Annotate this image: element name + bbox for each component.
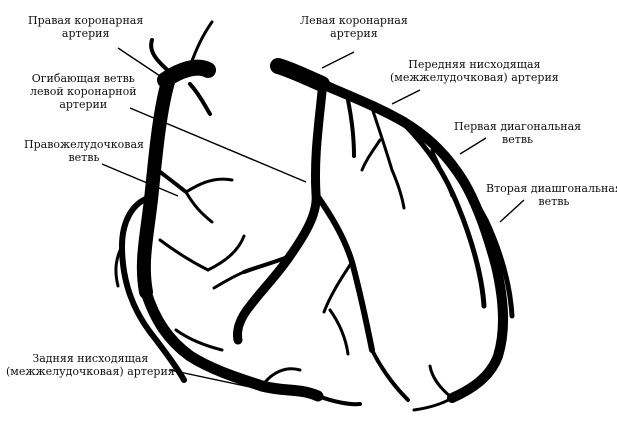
label-right-coronary-artery: Правая коронарная артерия: [28, 14, 143, 40]
label-line: (межжелудочковая) артерия: [6, 365, 175, 378]
label-right-ventricular-branch: Правожелудочковая ветвь: [24, 138, 144, 164]
label-line: Правая коронарная: [28, 14, 143, 27]
label-line: Левая коронарная: [300, 14, 408, 27]
label-line: ветвь: [486, 195, 617, 208]
label-line: ветвь: [454, 133, 581, 146]
label-posterior-descending-artery: Задняя нисходящая (межжелудочковая) арте…: [6, 352, 175, 378]
label-line: артерия: [300, 27, 408, 40]
left-coronary-artery: [214, 66, 512, 410]
label-line: ветвь: [24, 151, 144, 164]
label-second-diagonal-branch: Вторая диашгональная ветвь: [486, 182, 617, 208]
label-first-diagonal-branch: Первая диагональная ветвь: [454, 120, 581, 146]
label-line: (межжелудочковая) артерия: [390, 71, 559, 84]
label-line: Передняя нисходящая: [390, 58, 559, 71]
leader-right-ventricular: [102, 164, 178, 196]
label-line: Правожелудочковая: [24, 138, 144, 151]
label-line: Первая диагональная: [454, 120, 581, 133]
label-anterior-descending-artery: Передняя нисходящая (межжелудочковая) ар…: [390, 58, 559, 84]
label-line: Огибающая ветвь: [30, 72, 137, 85]
label-circumflex-branch: Огибающая ветвь левой коронарной артерии: [30, 72, 137, 111]
label-line: Задняя нисходящая: [6, 352, 175, 365]
label-line: артерия: [28, 27, 143, 40]
leader-left-coronary: [322, 52, 354, 68]
label-line: Вторая диашгональная: [486, 182, 617, 195]
leader-anterior-descending: [392, 90, 420, 104]
label-line: артерии: [30, 98, 137, 111]
label-line: левой коронарной: [30, 85, 137, 98]
label-left-coronary-artery: Левая коронарная артерия: [300, 14, 408, 40]
